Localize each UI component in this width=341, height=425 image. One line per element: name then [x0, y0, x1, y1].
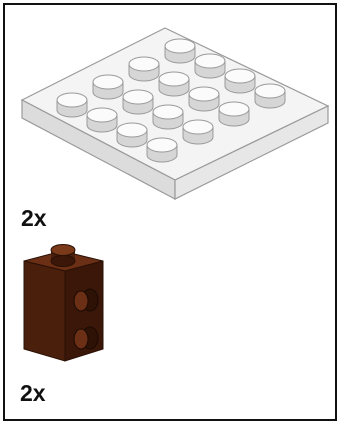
plate-stud: [153, 105, 183, 129]
plate-stud: [129, 57, 159, 81]
plate-4x4-icon: [15, 18, 335, 203]
brick-quantity: 2x: [20, 380, 46, 407]
plate-stud: [93, 75, 123, 99]
plate-stud: [57, 93, 87, 117]
plate-stud: [117, 123, 147, 147]
plate-stud: [189, 87, 219, 111]
plate-stud: [165, 39, 195, 63]
plate-stud: [255, 84, 285, 108]
plate-stud: [159, 72, 189, 96]
plate-stud: [147, 138, 177, 162]
plate-stud: [123, 90, 153, 114]
plate-stud: [225, 69, 255, 93]
plate-stud: [87, 108, 117, 132]
plate-stud: [183, 120, 213, 144]
parts-list-panel: 2x 2x: [3, 3, 337, 421]
plate-stud: [195, 54, 225, 78]
plate-quantity: 2x: [21, 205, 47, 232]
brick-1x1-side-studs-icon: [19, 241, 109, 366]
plate-stud: [219, 102, 249, 126]
